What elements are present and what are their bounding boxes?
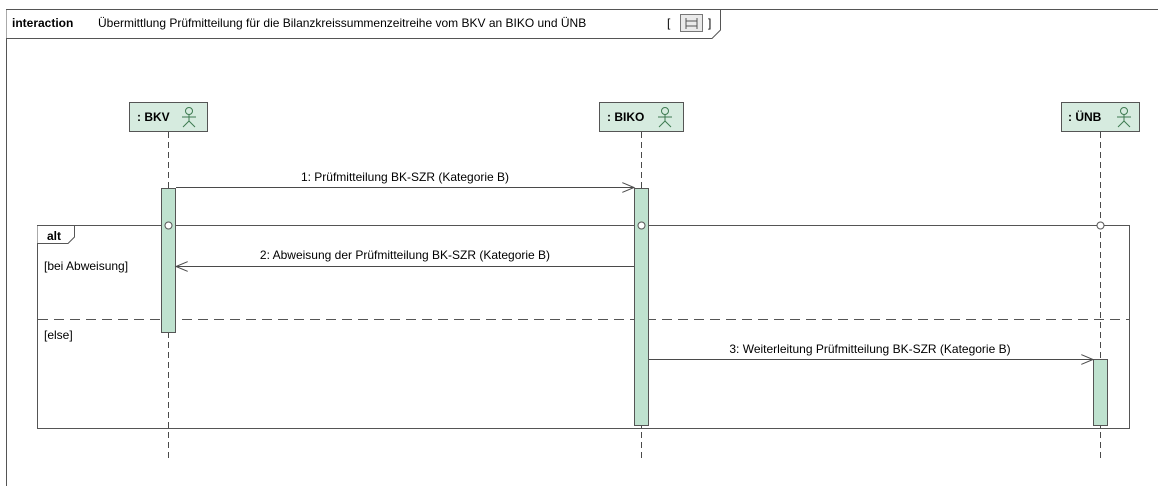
message-2-label: 2: Abweisung der Prüfmitteilung BK-SZR (… xyxy=(260,248,550,262)
lifeline-bkv[interactable]: : BKV xyxy=(129,102,208,132)
lifeline-biko[interactable]: : BIKO xyxy=(599,102,684,132)
actor-icon xyxy=(658,107,672,128)
lifeline-uenb-label: : ÜNB xyxy=(1068,109,1102,124)
frame-header-tab xyxy=(6,9,721,39)
message-3-label: 3: Weiterleitung Prüfmitteilung BK-SZR (… xyxy=(729,342,1010,356)
activation-uenb xyxy=(1093,359,1108,426)
activation-bkv xyxy=(161,188,176,333)
frame-keyword: interaction xyxy=(12,16,73,30)
interaction-frame xyxy=(6,9,1158,486)
guard-else: [else] xyxy=(44,328,73,342)
message-1-label: 1: Prüfmitteilung BK-SZR (Kategorie B) xyxy=(301,170,509,184)
frame-title: Übermittlung Prüfmitteilung für die Bila… xyxy=(98,16,586,30)
actor-icon xyxy=(1117,107,1131,128)
gate-uenb xyxy=(1096,221,1105,230)
actor-icon xyxy=(182,107,196,128)
gate-bkv xyxy=(164,221,173,230)
frame-suffix-close: ] xyxy=(708,16,711,30)
lifeline-biko-label: : BIKO xyxy=(607,110,644,124)
sequence-diagram-icon xyxy=(680,14,703,32)
lifeline-uenb[interactable]: : ÜNB xyxy=(1061,102,1140,132)
alt-fragment-tab xyxy=(37,225,75,244)
alt-fragment xyxy=(37,225,1130,429)
guard-bei-abweisung: [bei Abweisung] xyxy=(44,259,128,273)
activation-biko xyxy=(634,188,649,426)
alt-operator: alt xyxy=(47,229,61,243)
frame-suffix-open: [ xyxy=(667,16,671,30)
gate-biko xyxy=(637,221,646,230)
lifeline-bkv-label: : BKV xyxy=(137,110,170,124)
